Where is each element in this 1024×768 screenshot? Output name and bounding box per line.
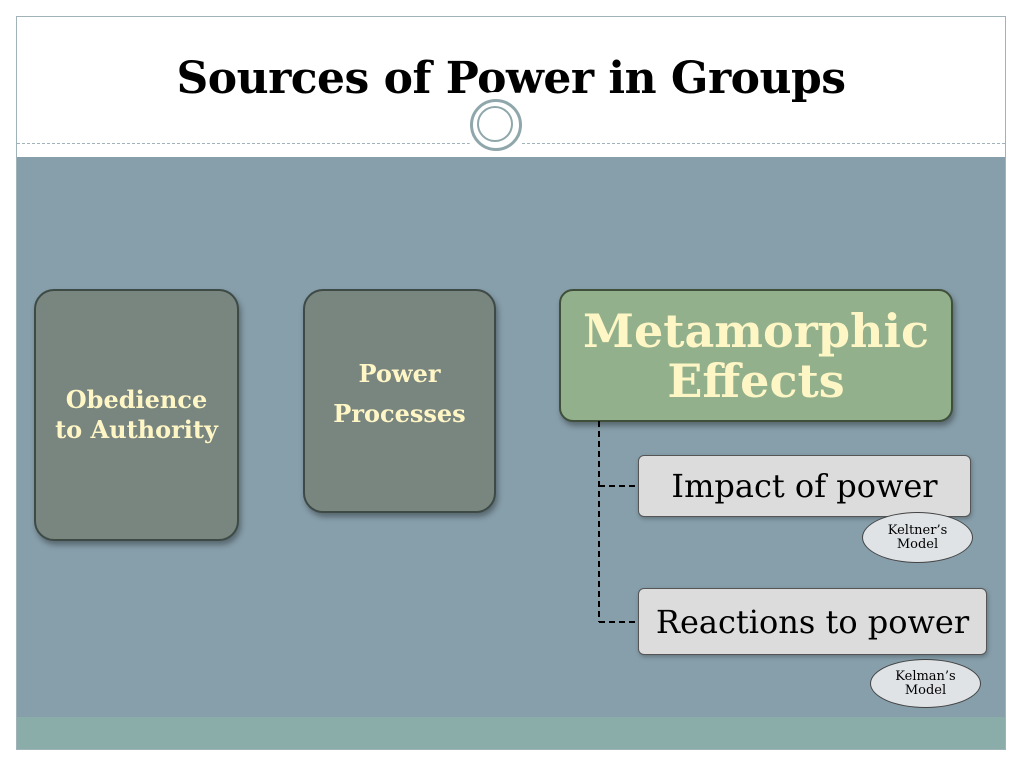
divider-ornament-inner — [477, 106, 513, 142]
kelman-line2: Model — [904, 682, 947, 698]
keltner-line2: Model — [896, 536, 939, 552]
power-processes-box: Power Processes — [303, 289, 496, 513]
kelman-line1: Kelman’s — [895, 668, 956, 684]
obedience-line1: Obedience — [65, 385, 208, 414]
metamorphic-line2: Effects — [667, 353, 845, 408]
power-line2: Processes — [333, 399, 466, 428]
power-line1: Power — [358, 359, 441, 388]
obedience-line2: to Authority — [55, 415, 218, 444]
metamorphic-effects-box: Metamorphic Effects — [559, 289, 953, 422]
keltner-model-bubble: Keltner’s Model — [862, 512, 973, 563]
obedience-box: Obedience to Authority — [34, 289, 239, 541]
impact-of-power-box: Impact of power — [638, 455, 971, 517]
kelman-model-bubble: Kelman’s Model — [870, 659, 981, 708]
keltner-line1: Keltner’s — [887, 522, 948, 538]
metamorphic-line1: Metamorphic — [583, 303, 929, 358]
footer-band — [17, 717, 1005, 749]
reactions-to-power-box: Reactions to power — [638, 588, 987, 655]
